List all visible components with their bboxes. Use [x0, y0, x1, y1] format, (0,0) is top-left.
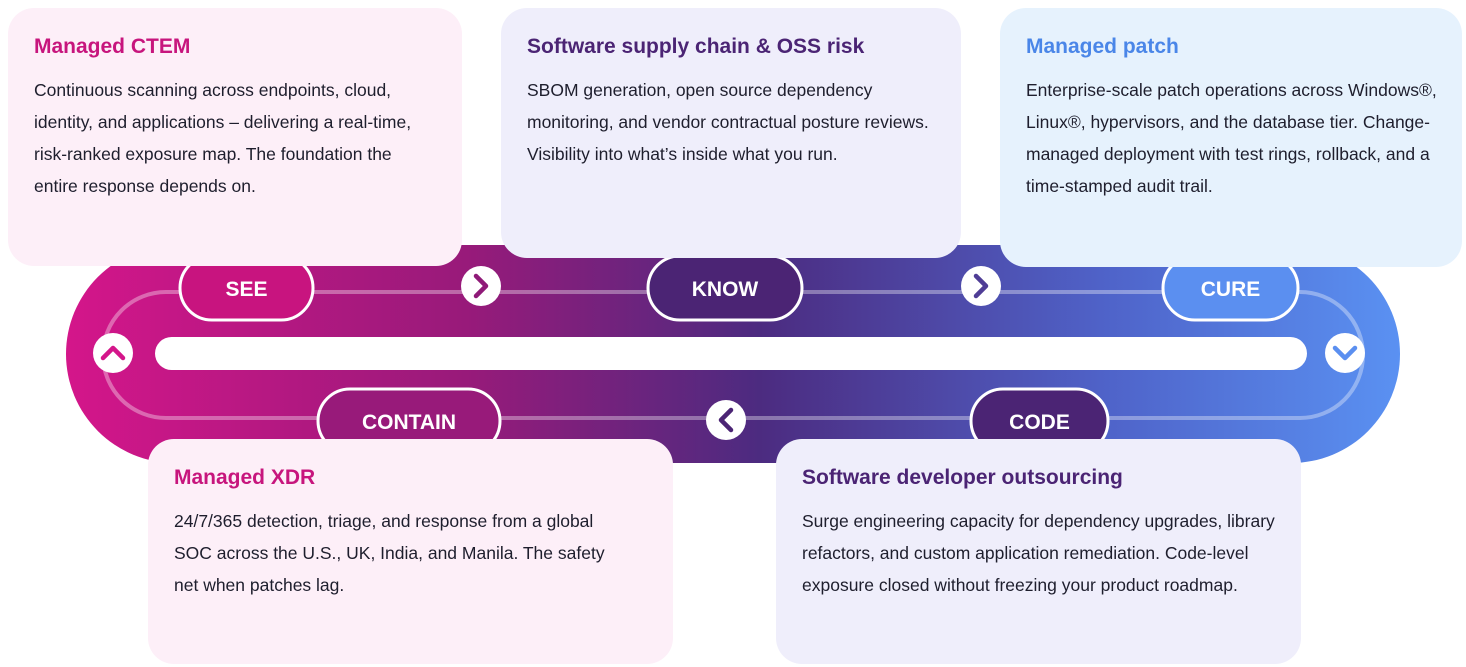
- card-cure: Managed patch Enterprise-scale patch ope…: [1000, 8, 1462, 267]
- chevron-right-icon: [961, 266, 1001, 306]
- chevron-right-icon: [461, 266, 501, 306]
- card-contain-title: Managed XDR: [174, 466, 316, 489]
- card-contain: Managed XDR 24/7/365 detection, triage, …: [148, 439, 673, 664]
- card-code-title: Software developer outsourcing: [802, 466, 1123, 489]
- card-know: Software supply chain & OSS risk SBOM ge…: [501, 8, 961, 258]
- card-see: Managed CTEM Continuous scanning across …: [8, 8, 462, 266]
- card-know-body: SBOM generation, open source dependency …: [527, 80, 929, 164]
- stage-know[interactable]: KNOW: [646, 254, 804, 322]
- chevron-left-icon: [706, 400, 746, 440]
- center-bar: [155, 337, 1307, 370]
- stage-cure-label: CURE: [1201, 278, 1261, 301]
- card-contain-body: 24/7/365 detection, triage, and response…: [174, 511, 605, 595]
- card-know-title: Software supply chain & OSS risk: [527, 35, 865, 58]
- chevron-up-icon: [93, 333, 133, 373]
- stage-code-label: CODE: [1009, 411, 1070, 434]
- card-cure-body: Enterprise-scale patch operations across…: [1026, 80, 1437, 196]
- card-see-title: Managed CTEM: [34, 35, 191, 58]
- card-cure-title: Managed patch: [1026, 35, 1179, 58]
- card-code: Software developer outsourcing Surge eng…: [776, 439, 1301, 664]
- stage-contain-label: CONTAIN: [362, 411, 456, 434]
- chevron-down-icon: [1325, 333, 1365, 373]
- card-see-body: Continuous scanning across endpoints, cl…: [34, 80, 412, 196]
- stage-see-label: SEE: [225, 278, 267, 301]
- card-code-body: Surge engineering capacity for dependenc…: [802, 511, 1275, 595]
- stage-see[interactable]: SEE: [178, 254, 315, 322]
- stage-know-label: KNOW: [692, 278, 759, 301]
